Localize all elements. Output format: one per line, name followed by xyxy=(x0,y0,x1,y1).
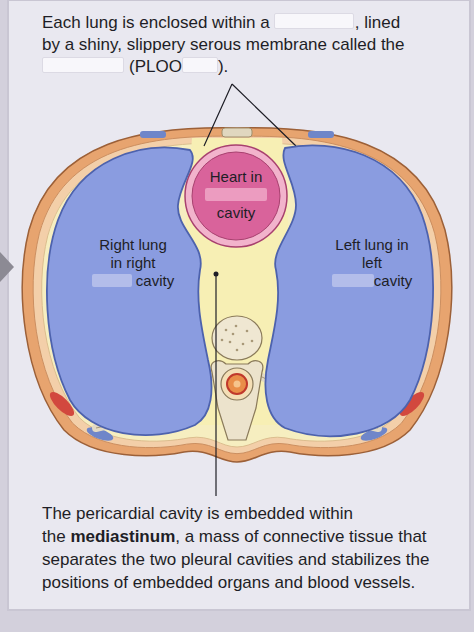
spinal-cord-core xyxy=(234,381,241,388)
node-outline xyxy=(40,136,220,448)
text-row xyxy=(205,186,267,204)
organ-label: Heart in xyxy=(210,168,263,185)
body-text: Each lung is enclosed within a xyxy=(42,13,270,32)
side-tab-arrow xyxy=(0,252,14,282)
body-text: ). xyxy=(218,57,228,76)
text-paragraph: The pericardial cavity is embedded withi… xyxy=(42,502,454,594)
node-text: Right lung in rightcavity xyxy=(92,236,174,290)
text-row: cavity xyxy=(92,272,174,290)
vertebral-arch xyxy=(211,361,263,440)
answer-mask xyxy=(42,57,124,73)
lung-shape: Right lung in rightcavity xyxy=(40,136,220,448)
intercostal-section xyxy=(308,131,334,138)
body-wall xyxy=(22,128,451,462)
lung xyxy=(47,148,212,436)
pericardium xyxy=(185,145,287,247)
organ-label: Left lung in left xyxy=(335,236,409,272)
node-text: Heart in cavity xyxy=(205,168,267,222)
answer-mask xyxy=(332,274,374,287)
organ-label: cavity xyxy=(136,272,174,289)
heart-circle: Heart in cavity xyxy=(184,144,288,248)
sternum xyxy=(222,128,252,137)
leader-line xyxy=(204,84,296,146)
organ-label: cavity xyxy=(217,204,255,221)
answer-mask xyxy=(182,57,218,73)
heart xyxy=(192,152,280,240)
lung-shape: Left lung in leftcavity xyxy=(258,134,444,448)
vertebral-body xyxy=(212,316,262,360)
text-paragraph: Each lung is enclosed within a, lined by… xyxy=(42,12,420,78)
text-row: cavity xyxy=(205,204,267,222)
body-text: (PLOO xyxy=(129,57,182,76)
organ-label: cavity xyxy=(374,272,412,289)
key-term: mediastinum xyxy=(70,527,175,546)
organ-label: Right lung in right xyxy=(92,236,174,272)
text-row: Right lung in right xyxy=(92,236,174,272)
bone-texture xyxy=(221,325,254,352)
node-text: Left lung in leftcavity xyxy=(332,236,412,290)
leader-dot xyxy=(214,272,219,277)
text-row: Heart in xyxy=(205,168,267,186)
lung xyxy=(265,145,433,436)
page-panel xyxy=(8,0,470,610)
leader-line xyxy=(215,274,216,496)
answer-mask xyxy=(205,188,267,201)
muscle-layer xyxy=(33,136,441,453)
answer-mask xyxy=(274,13,354,29)
text-row: cavity xyxy=(332,272,412,290)
answer-mask xyxy=(92,274,132,287)
panel-border xyxy=(8,0,470,610)
text-row: Left lung in left xyxy=(332,236,412,272)
intercostal-section xyxy=(140,131,166,138)
spinal-canal xyxy=(221,368,253,400)
spinal-cord xyxy=(227,374,247,394)
node-outline xyxy=(258,134,444,448)
